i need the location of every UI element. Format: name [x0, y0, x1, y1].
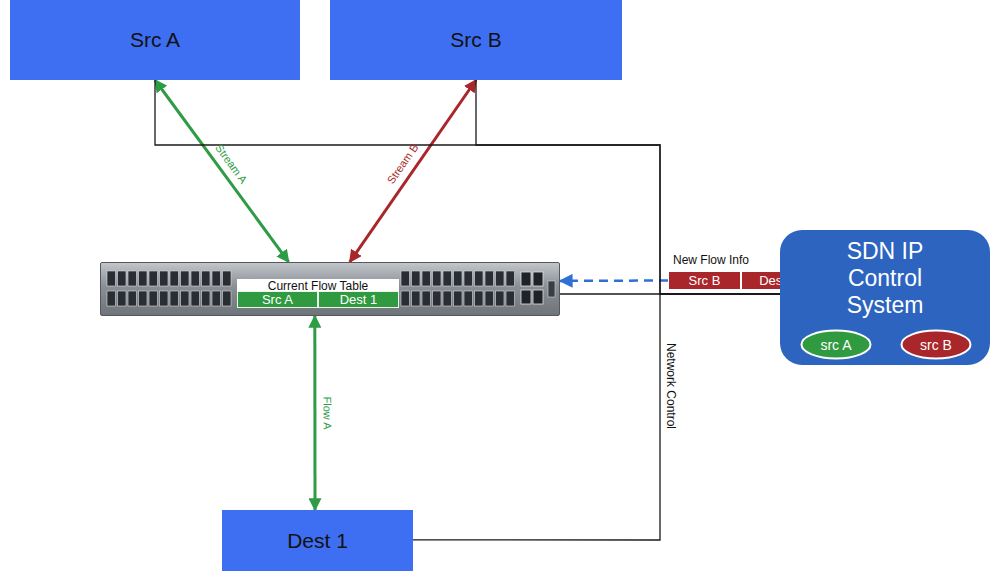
port — [160, 271, 169, 286]
port — [191, 271, 200, 286]
stream-arrow — [155, 80, 289, 262]
port — [443, 271, 452, 286]
node-text: Src A — [262, 292, 293, 307]
node-text: src A — [820, 337, 851, 353]
port — [160, 291, 169, 306]
port — [475, 271, 484, 286]
source-box: Src A — [10, 0, 300, 80]
node-text: Src A — [130, 28, 180, 52]
node-text: Src B — [689, 273, 721, 288]
port — [464, 291, 473, 306]
port — [443, 291, 452, 306]
console-port — [548, 281, 555, 297]
node-text: Dest 1 — [340, 292, 378, 307]
node-text: SDN IP Control System — [823, 238, 947, 319]
node-text: Src B — [450, 28, 501, 52]
port — [475, 291, 484, 306]
flow-info-caption: New Flow Info — [671, 253, 751, 267]
port — [191, 291, 200, 306]
destination-box: Dest 1 — [222, 510, 413, 571]
node-text: Dest 1 — [287, 529, 348, 553]
port — [128, 291, 137, 306]
port — [181, 291, 190, 306]
port — [401, 291, 410, 306]
port — [223, 291, 232, 306]
port — [506, 291, 515, 306]
port — [118, 271, 127, 286]
port — [202, 291, 211, 306]
port — [412, 271, 421, 286]
port — [401, 271, 410, 286]
flow-table-cell: Dest 1 — [318, 291, 399, 308]
stream-arrow — [350, 80, 476, 262]
port — [107, 271, 116, 286]
port — [506, 271, 515, 286]
port — [422, 291, 431, 306]
uplink-port — [521, 272, 531, 286]
port — [139, 271, 148, 286]
port — [118, 291, 127, 306]
port — [454, 271, 463, 286]
port — [412, 291, 421, 306]
source-box: Src B — [330, 0, 622, 80]
port — [422, 271, 431, 286]
port — [202, 271, 211, 286]
control-wire — [413, 294, 780, 540]
uplink-port — [533, 290, 543, 304]
port — [433, 271, 442, 286]
flow-table-cell: Src A — [237, 291, 318, 308]
source-oval: src B — [900, 329, 972, 360]
oval-shape — [902, 331, 971, 359]
port — [433, 291, 442, 306]
port — [170, 291, 179, 306]
port — [485, 271, 494, 286]
port — [212, 271, 221, 286]
port — [485, 291, 494, 306]
flow-update-arrow — [560, 279, 668, 282]
network-switch: Current Flow TableSrc ADest 1 — [100, 262, 560, 316]
flow-arrow — [313, 316, 316, 510]
port — [139, 291, 148, 306]
port — [149, 291, 158, 306]
port — [107, 291, 116, 306]
port — [454, 291, 463, 306]
edge-label: Flow A — [320, 394, 333, 431]
port — [181, 271, 190, 286]
port — [170, 271, 179, 286]
new-flow-cell: Src B — [668, 271, 741, 290]
oval-shape — [802, 331, 871, 359]
port — [464, 271, 473, 286]
uplink-port — [521, 290, 531, 304]
wire-caption: Network Control — [664, 341, 678, 431]
uplink-port — [533, 272, 543, 286]
port — [496, 271, 505, 286]
source-oval: src A — [800, 329, 872, 360]
port — [212, 291, 221, 306]
node-text: src B — [920, 337, 952, 353]
control-system: SDN IP Control System src A src B — [780, 230, 990, 365]
port — [149, 271, 158, 286]
port — [496, 291, 505, 306]
port — [128, 271, 137, 286]
port — [223, 271, 232, 286]
